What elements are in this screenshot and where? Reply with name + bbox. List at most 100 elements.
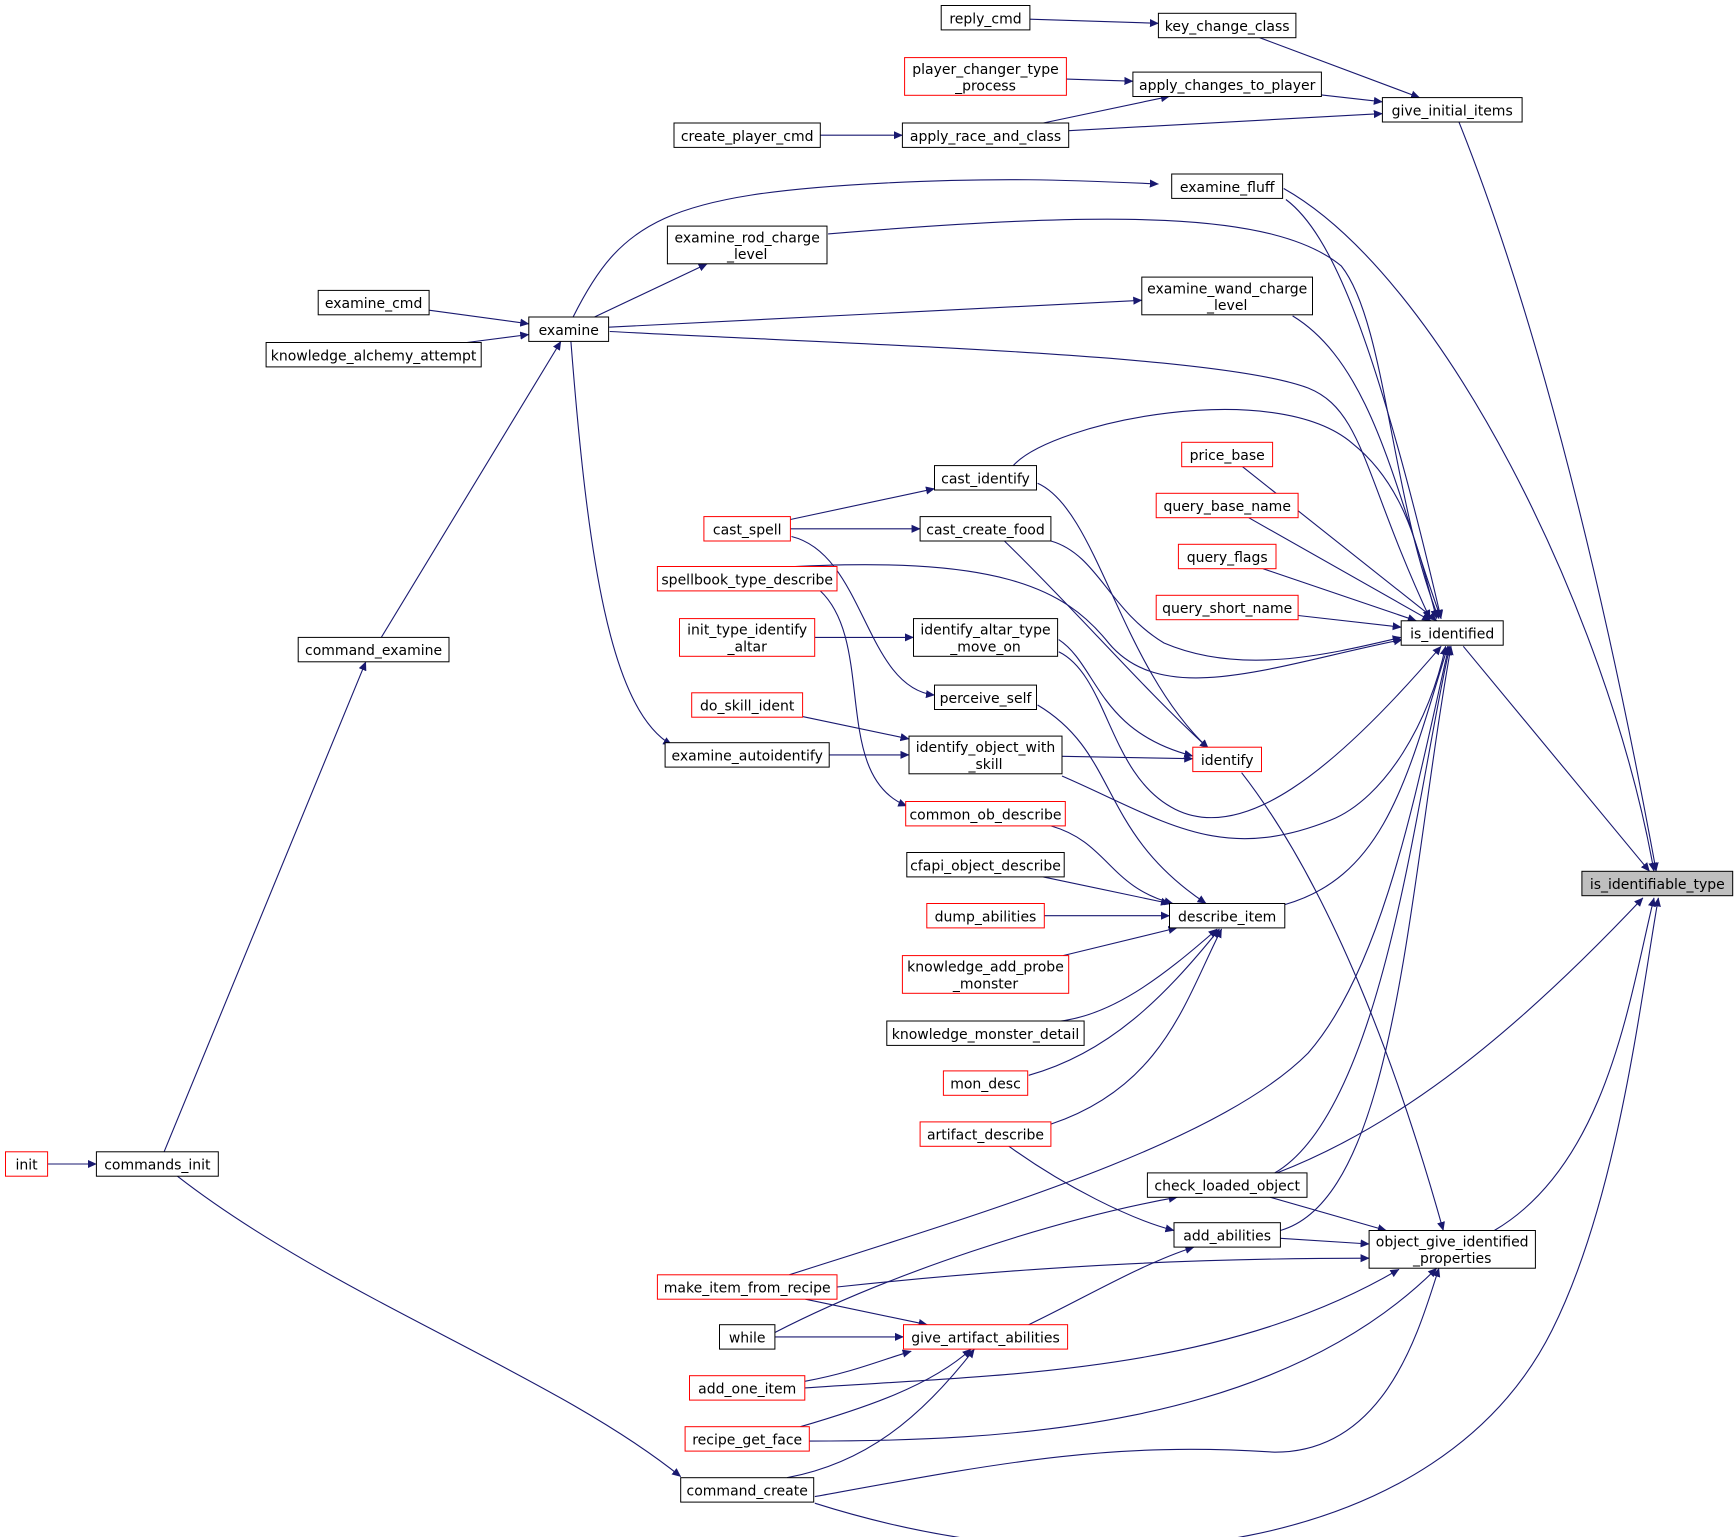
node-key-change-class[interactable]: key_change_class xyxy=(1157,12,1297,39)
node-query-flags[interactable]: query_flags xyxy=(1177,543,1277,570)
node-box xyxy=(1177,543,1277,570)
node-spellbook-type-describe[interactable]: spellbook_type_describe xyxy=(656,566,838,592)
node-cast-create-food[interactable]: cast_create_food xyxy=(919,516,1052,542)
node-label: _move_on xyxy=(949,639,1021,655)
node-knowledge-add-probe-monster[interactable]: knowledge_add_probe_monster xyxy=(901,955,1070,994)
edge-object-give-identified-properties-to-is-identifiable-type xyxy=(1494,897,1656,1231)
node-label: add_abilities xyxy=(1183,1229,1271,1245)
edge-command-create-to-object-give-identified-properties xyxy=(814,1267,1441,1498)
node-mon-desc[interactable]: mon_desc xyxy=(942,1070,1029,1096)
node-identify-object-with-skill[interactable]: identify_object_with_skill xyxy=(908,735,1063,775)
node-init-type-identify-altar[interactable]: init_type_identify_altar xyxy=(679,618,816,657)
node-box xyxy=(901,955,1070,994)
node-label: key_change_class xyxy=(1165,19,1290,35)
node-examine[interactable]: examine xyxy=(528,316,610,342)
node-add-one-item[interactable]: add_one_item xyxy=(689,1375,806,1401)
node-object-give-identified-properties[interactable]: object_give_identified_properties xyxy=(1368,1230,1536,1269)
node-player-changer-type-process[interactable]: player_changer_type_process xyxy=(904,57,1067,96)
node-label: _properties xyxy=(1412,1251,1491,1267)
edge-add-abilities-to-is-identified xyxy=(1280,645,1454,1232)
edge-knowledge-alchemy-attempt-to-examine xyxy=(466,331,530,344)
edge-query-short-name-to-is-identified xyxy=(1298,614,1402,631)
node-label: price_base xyxy=(1190,448,1265,464)
node-label: do_skill_ident xyxy=(700,699,795,715)
node-examine-rod-charge-level[interactable]: examine_rod_charge_level xyxy=(666,225,828,265)
node-label: command_create xyxy=(687,1484,808,1500)
node-examine-cmd[interactable]: examine_cmd xyxy=(317,289,430,316)
node-identify-altar-type-move-on[interactable]: identify_altar_type_move_on xyxy=(913,618,1059,657)
node-give-artifact-abilities[interactable]: give_artifact_abilities xyxy=(903,1324,1069,1350)
node-box xyxy=(691,692,804,718)
node-dump-abilities[interactable]: dump_abilities xyxy=(926,903,1045,929)
node-command-examine[interactable]: command_examine xyxy=(297,636,450,663)
node-perceive-self[interactable]: perceive_self xyxy=(934,684,1037,710)
node-cast-identify[interactable]: cast_identify xyxy=(934,465,1037,491)
node-examine-wand-charge-level[interactable]: examine_wand_charge_level xyxy=(1141,276,1314,316)
edge-commands-init-to-command-create xyxy=(177,1175,682,1478)
node-label: identify_altar_type xyxy=(920,623,1050,639)
node-price-base[interactable]: price_base xyxy=(1181,441,1274,468)
node-label: add_one_item xyxy=(698,1382,796,1398)
edge-knowledge-monster-detail-to-describe-item xyxy=(1048,928,1218,1023)
edge-examine-to-examine-wand-charge-level xyxy=(608,296,1143,328)
node-do-skill-ident[interactable]: do_skill_ident xyxy=(691,692,804,718)
node-label: init_type_identify xyxy=(687,623,807,639)
node-label: common_ob_describe xyxy=(909,807,1061,823)
node-is-identified[interactable]: is_identified xyxy=(1400,620,1504,646)
node-label: _monster xyxy=(952,976,1018,992)
node-label: examine_wand_charge xyxy=(1147,281,1307,297)
node-examine-autoidentify[interactable]: examine_autoidentify xyxy=(664,742,830,768)
edge-common-ob-describe-to-describe-item xyxy=(1050,825,1174,906)
node-create-player-cmd[interactable]: create_player_cmd xyxy=(673,122,821,148)
node-box xyxy=(886,1020,1085,1046)
node-box xyxy=(1181,441,1274,468)
node-label: while xyxy=(729,1331,766,1347)
node-check-loaded-object[interactable]: check_loaded_object xyxy=(1146,1172,1308,1198)
node-init[interactable]: init xyxy=(5,1151,49,1177)
node-reply-cmd[interactable]: reply_cmd xyxy=(940,5,1031,31)
edge-knowledge-add-probe-monster-to-describe-item xyxy=(1062,925,1178,957)
node-box xyxy=(1192,746,1263,773)
node-query-base-name[interactable]: query_base_name xyxy=(1155,492,1299,519)
edge-price-base-to-is-identified xyxy=(1242,466,1438,622)
edge-examine-cmd-to-examine xyxy=(428,309,530,327)
edge-player-changer-type-process-to-apply-changes-to-player xyxy=(1066,76,1134,85)
node-label: is_identified xyxy=(1410,627,1494,643)
edge-examine-to-examine-rod-charge-level xyxy=(594,263,708,318)
node-give-initial-items[interactable]: give_initial_items xyxy=(1381,97,1523,123)
node-describe-item[interactable]: describe_item xyxy=(1169,903,1286,929)
node-label: examine_fluff xyxy=(1180,180,1275,196)
edge-artifact-describe-to-add-abilities xyxy=(1008,1145,1175,1233)
node-command-create[interactable]: command_create xyxy=(680,1477,815,1503)
node-knowledge-monster-detail[interactable]: knowledge_monster_detail xyxy=(886,1020,1085,1046)
node-make-item-from-recipe[interactable]: make_item_from_recipe xyxy=(656,1274,838,1300)
node-is-identifiable-type[interactable]: is_identifiable_type xyxy=(1581,870,1734,897)
node-examine-fluff[interactable]: examine_fluff xyxy=(1171,173,1284,199)
edge-check-loaded-object-to-object-give-identified-properties xyxy=(1269,1196,1387,1233)
node-label: recipe_get_face xyxy=(692,1433,802,1449)
node-commands-init[interactable]: commands_init xyxy=(95,1151,219,1177)
edge-examine-fluff-to-is-identifiable-type xyxy=(1283,188,1657,872)
node-artifact-describe[interactable]: artifact_describe xyxy=(919,1121,1052,1147)
node-apply-changes-to-player[interactable]: apply_changes_to_player xyxy=(1132,71,1322,97)
node-box xyxy=(1368,1230,1536,1269)
edge-identify-altar-type-move-on-to-is-identified xyxy=(1058,645,1442,819)
node-while[interactable]: while xyxy=(719,1324,776,1350)
node-query-short-name[interactable]: query_short_name xyxy=(1155,594,1299,621)
edge-cast-spell-to-cast-identify xyxy=(790,486,935,521)
node-cfapi-object-describe[interactable]: cfapi_object_describe xyxy=(906,852,1065,878)
node-label: object_give_identified xyxy=(1376,1235,1529,1251)
node-identify[interactable]: identify xyxy=(1192,746,1263,773)
node-cast-spell[interactable]: cast_spell xyxy=(703,516,791,542)
node-knowledge-alchemy-attempt[interactable]: knowledge_alchemy_attempt xyxy=(265,342,482,368)
node-recipe-get-face[interactable]: recipe_get_face xyxy=(684,1426,810,1452)
node-label: examine_cmd xyxy=(325,296,422,312)
node-label: apply_changes_to_player xyxy=(1139,78,1316,94)
edge-examine-rod-charge-level-to-is-identified xyxy=(828,218,1440,620)
edge-cast-spell-to-perceive-self xyxy=(791,535,935,699)
node-label: examine_autoidentify xyxy=(672,749,823,765)
node-add-abilities[interactable]: add_abilities xyxy=(1173,1222,1281,1248)
node-apply-race-and-class[interactable]: apply_race_and_class xyxy=(901,122,1070,148)
node-label: command_examine xyxy=(305,643,442,659)
node-common-ob-describe[interactable]: common_ob_describe xyxy=(905,801,1066,827)
